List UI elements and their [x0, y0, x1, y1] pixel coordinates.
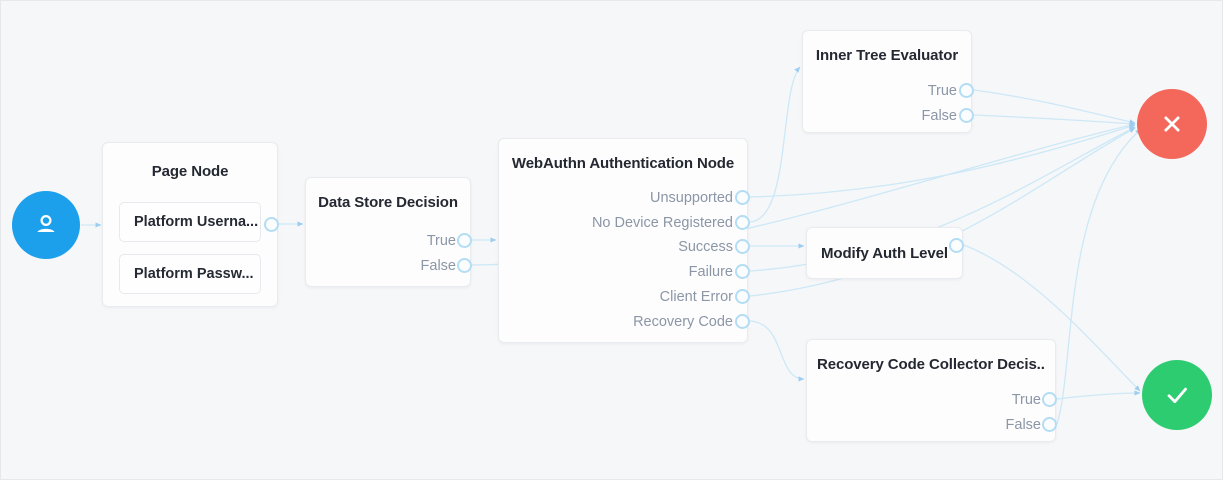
port-recovery-code-collector-decision-true[interactable] [1042, 392, 1057, 407]
edge-inner-tree-evaluator.false-to-failure-terminal [973, 114, 1136, 127]
edge-recovery-code-collector-decision.false-to-failure-terminal [1056, 128, 1142, 425]
port-page-node-out[interactable] [264, 217, 279, 232]
check-icon [1167, 387, 1187, 404]
node-title-data-store-decision: Data Store Decision [318, 194, 458, 211]
port-modify-auth-level-out[interactable] [949, 238, 964, 253]
output-label-recovery-code-collector-decision-true: True [1011, 392, 1041, 408]
field-page-node-0[interactable]: Platform Userna... [119, 202, 261, 242]
port-webauthn-authentication-node-success[interactable] [735, 239, 750, 254]
port-webauthn-authentication-node-recovery-code[interactable] [735, 314, 750, 329]
success-terminal[interactable] [1142, 360, 1212, 430]
output-label-webauthn-authentication-node-recovery-code: Recovery Code [633, 314, 733, 330]
failure-terminal[interactable] [1137, 89, 1207, 159]
user-icon [37, 214, 55, 232]
node-title-webauthn-authentication-node: WebAuthn Authentication Node [511, 155, 735, 172]
edge-webauthn.no-device-registered-to-inner-tree-evaluator [749, 66, 801, 223]
close-icon [1164, 116, 1180, 132]
node-modify-auth-level[interactable]: Modify Auth Level [806, 227, 963, 279]
edge-webauthn.recovery-code-to-recovery-code-collector-decision [749, 320, 805, 382]
port-inner-tree-evaluator-true[interactable] [959, 83, 974, 98]
node-title-recovery-code-collector-decision: Recovery Code Collector Decis... [817, 356, 1045, 373]
output-label-recovery-code-collector-decision-false: False [1005, 417, 1041, 433]
port-webauthn-authentication-node-no-device-registered[interactable] [735, 215, 750, 230]
edge-inner-tree-evaluator.true-to-failure-terminal [973, 89, 1136, 125]
output-label-webauthn-authentication-node-unsupported: Unsupported [649, 190, 733, 206]
node-title-modify-auth-level: Modify Auth Level [821, 245, 948, 262]
port-data-store-decision-false[interactable] [457, 258, 472, 273]
output-label-webauthn-authentication-node-success: Success [678, 239, 733, 255]
output-label-inner-tree-evaluator-false: False [921, 108, 957, 124]
port-webauthn-authentication-node-client-error[interactable] [735, 289, 750, 304]
start-user-node[interactable] [12, 191, 80, 259]
node-title-inner-tree-evaluator: Inner Tree Evaluator [815, 47, 959, 64]
port-data-store-decision-true[interactable] [457, 233, 472, 248]
port-inner-tree-evaluator-false[interactable] [959, 108, 974, 123]
output-label-data-store-decision-true: True [426, 233, 456, 249]
port-webauthn-authentication-node-unsupported[interactable] [735, 190, 750, 205]
port-webauthn-authentication-node-failure[interactable] [735, 264, 750, 279]
edge-webauthn.unsupported-to-failure-terminal [749, 124, 1136, 198]
port-recovery-code-collector-decision-false[interactable] [1042, 417, 1057, 432]
output-label-webauthn-authentication-node-client-error: Client Error [659, 289, 733, 305]
output-label-webauthn-authentication-node-no-device-registered: No Device Registered [591, 215, 733, 231]
output-label-webauthn-authentication-node-failure: Failure [688, 264, 733, 280]
node-title-page-node: Page Node [151, 163, 229, 180]
output-label-inner-tree-evaluator-true: True [927, 83, 957, 99]
output-label-data-store-decision-false: False [420, 258, 456, 274]
field-page-node-1[interactable]: Platform Passw... [119, 254, 261, 294]
edge-recovery-code-collector-decision.true-to-success-terminal [1056, 390, 1141, 400]
